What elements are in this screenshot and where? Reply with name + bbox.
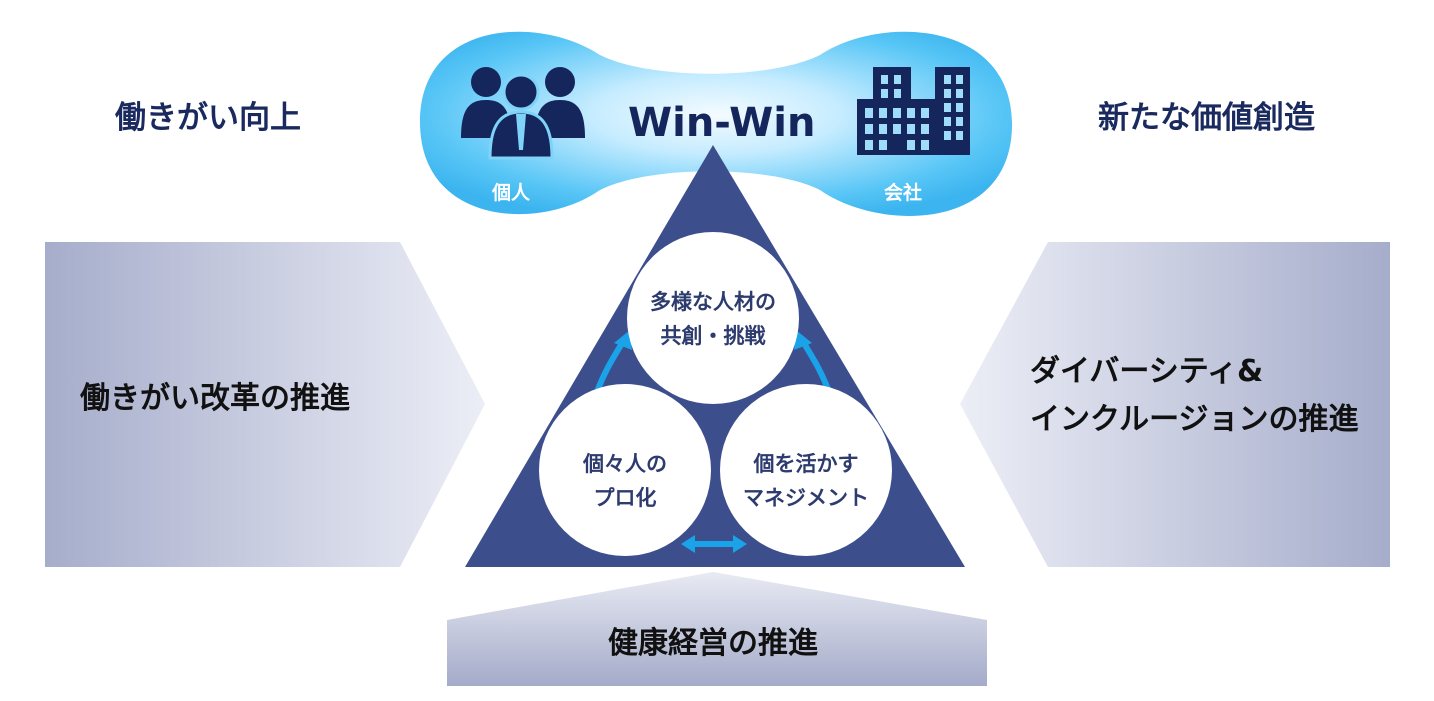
right-panel-label-line1: ダイバーシティ& — [1030, 354, 1264, 389]
people-group-icon — [461, 67, 585, 160]
right-circle-line1: 個を活かす — [753, 452, 859, 476]
left-header-title: 働きがい向上 — [115, 100, 301, 136]
top-circle-line1: 多様な人材の — [650, 290, 776, 314]
company-label: 会社 — [884, 182, 923, 204]
winwin-label: Win-Win — [628, 100, 816, 146]
left-panel-label: 働きがい改革の推進 — [80, 381, 350, 416]
individual-label: 個人 — [492, 182, 531, 204]
left-circle-line2: プロ化 — [593, 486, 657, 510]
top-circle — [627, 232, 799, 404]
right-panel-label-line2: インクルージョンの推進 — [1030, 402, 1359, 437]
right-header-title: 新たな価値創造 — [1098, 100, 1315, 136]
right-circle-line2: マネジメント — [743, 486, 869, 510]
bottom-panel-label: 健康経営の推進 — [608, 626, 818, 661]
arrow-heads — [614, 330, 812, 553]
right-circle — [720, 384, 892, 556]
office-buildings-icon — [857, 67, 970, 155]
left-circle-line1: 個々人の — [583, 452, 667, 476]
left-panel-shape — [45, 242, 485, 567]
left-circle — [539, 384, 711, 556]
top-circle-line2: 共創・挑戦 — [660, 324, 766, 348]
right-panel-shape — [960, 242, 1390, 567]
bottom-panel-shape — [447, 572, 987, 686]
